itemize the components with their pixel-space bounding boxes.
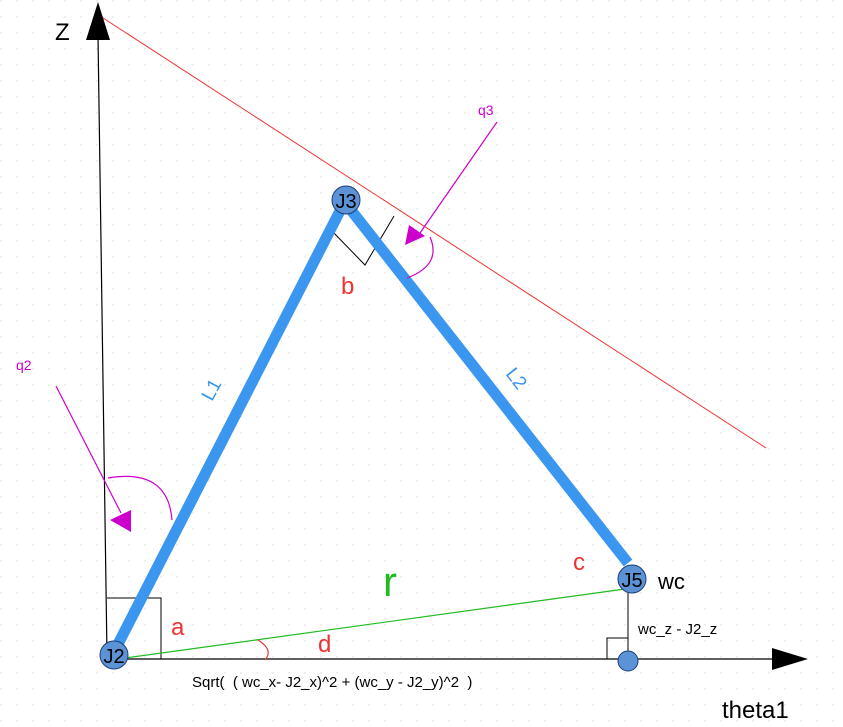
q3-arrowhead (405, 225, 425, 245)
z-axis-arrowhead (86, 2, 110, 40)
wc-z-right-angle-marker (606, 637, 628, 659)
q3-label: q3 (478, 102, 494, 118)
q3-angle-arc (406, 236, 434, 279)
q2-arrowhead (110, 510, 131, 532)
angle-c-label: c (573, 549, 585, 576)
wc-z-formula-label: wc_z - J2_z (637, 621, 717, 638)
r-line (117, 588, 626, 660)
r-label: r (383, 558, 397, 605)
wc-label: wc (657, 569, 685, 594)
theta1-axis-label: theta1 (722, 697, 789, 724)
angle-b-label: b (341, 273, 354, 300)
q3-pointer-line (419, 121, 498, 234)
base-projection-node (617, 650, 639, 672)
j2-right-angle-marker (107, 597, 162, 659)
q2-pointer-line (55, 385, 122, 514)
theta1-axis-arrowhead (772, 648, 808, 670)
angle-d-label: d (318, 631, 331, 658)
angle-a-label: a (171, 614, 185, 641)
q2-label: q2 (16, 357, 32, 373)
angle-d-arc (257, 639, 269, 661)
joint-j5-node (617, 564, 647, 594)
sqrt-formula-label: Sqrt( ( wc_x- J2_x)^2 + (wc_y - J2_y)^2 … (192, 674, 472, 691)
joint-j2-node (99, 640, 129, 670)
joint-j2-label: J2 (103, 646, 124, 668)
joint-j3-node (331, 185, 361, 215)
joint-j3-label: J3 (335, 191, 356, 213)
joint-j5-label: J5 (621, 570, 642, 592)
z-axis-label: Z (55, 19, 70, 46)
j3-right-angle-marker (331, 215, 395, 266)
q2-angle-arc (107, 475, 173, 521)
link-l2 (342, 201, 633, 567)
z-axis (97, 35, 108, 657)
link-l1 (110, 202, 348, 653)
red-reference-line (99, 15, 767, 449)
